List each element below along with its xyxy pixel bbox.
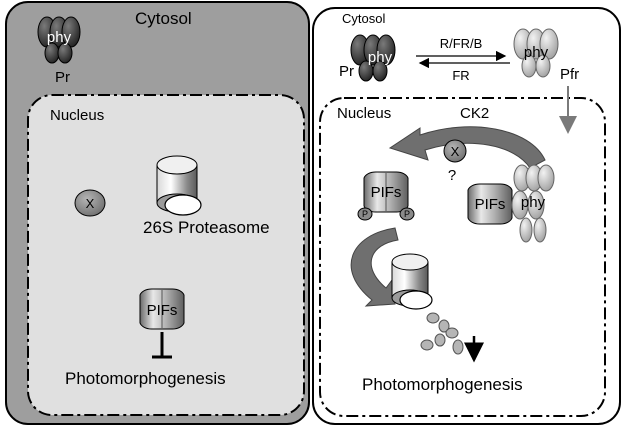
right-x-factor	[443, 139, 467, 163]
right-proteasome	[391, 253, 433, 310]
forward-light-label: R/FR/B	[440, 36, 483, 51]
right-pfr-label: Pfr	[560, 66, 579, 83]
left-nucleus-label: Nucleus	[50, 107, 104, 124]
complex-phy-label: phy	[521, 194, 546, 211]
left-pifs	[139, 288, 185, 330]
left-nucleus-box	[27, 94, 305, 416]
left-phy-pr-dimer	[37, 16, 81, 64]
question-mark: ?	[448, 167, 456, 184]
right-phy-pr-dimer	[350, 34, 396, 82]
phosphorylation-arrow	[388, 126, 546, 169]
phosphorylated-pifs	[357, 171, 415, 221]
right-pr-label: Pr	[339, 63, 354, 80]
right-phy-pr-label: phy	[368, 49, 393, 66]
left-pr-label: Pr	[55, 69, 70, 86]
reverse-light-label: FR	[452, 68, 469, 83]
right-outcome-label: Photomorphogenesis	[362, 375, 523, 394]
phospho-left-label: P	[362, 209, 368, 219]
left-proteasome-label: 26S Proteasome	[143, 218, 270, 237]
left-inhibition-symbol	[152, 332, 172, 359]
phospho-right-label: P	[404, 209, 410, 219]
left-pifs-label: PIFs	[147, 302, 178, 319]
left-proteasome	[156, 155, 202, 216]
right-cytosol-label: Cytosol	[342, 11, 385, 26]
right-phy-pfr-dimer	[513, 28, 559, 78]
ck2-label: CK2	[460, 105, 489, 122]
pifs-phy-complex	[467, 164, 555, 243]
right-phy-pfr-label: phy	[524, 44, 549, 61]
degraded-fragments	[420, 312, 464, 355]
left-outcome-label: Photomorphogenesis	[65, 369, 226, 388]
right-nucleus-label: Nucleus	[337, 105, 391, 122]
complex-pifs-label: PIFs	[475, 196, 506, 213]
pifs-p-label: PIFs	[371, 184, 402, 201]
left-x-label: X	[86, 196, 95, 211]
degradation-arrow	[350, 227, 399, 307]
left-cytosol-label: Cytosol	[135, 9, 192, 28]
left-x-factor	[74, 189, 106, 217]
left-phy-label: phy	[47, 29, 72, 46]
right-x-label: X	[451, 144, 460, 159]
